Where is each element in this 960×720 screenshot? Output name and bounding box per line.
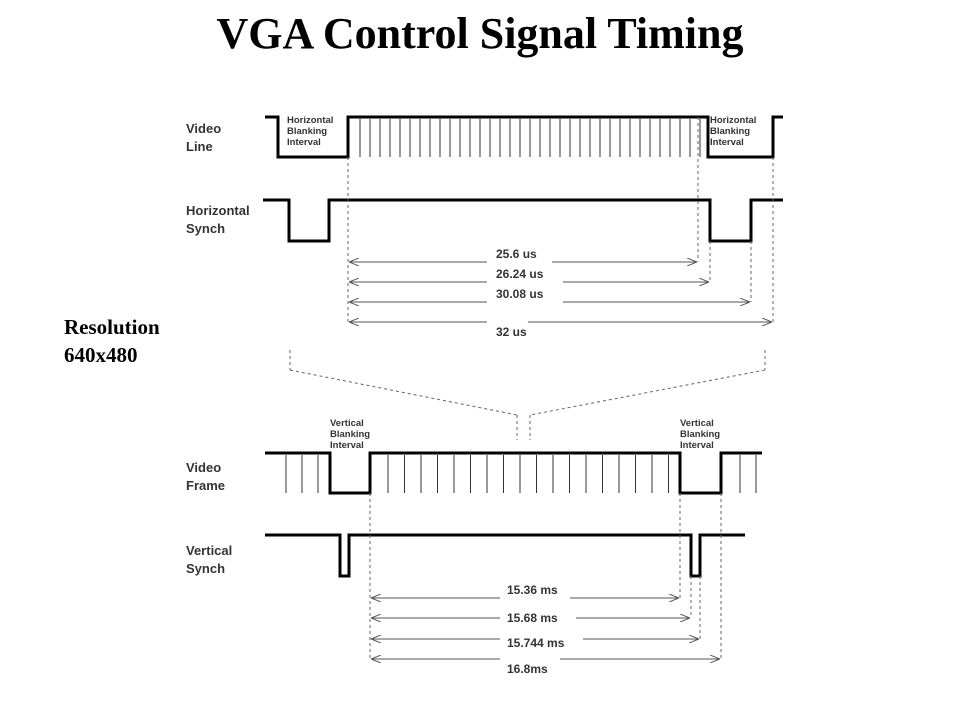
zoom-connector-lines [289,350,766,440]
video-frame-line-ticks [285,455,757,493]
vertical-guide-lines [369,493,722,659]
page-title: VGA Control Signal Timing [216,9,744,58]
video-line-pixel-ticks [359,119,701,157]
video-frame-label: Video Frame [186,460,225,493]
vertical-synch-waveform [265,533,745,578]
video-line-waveform [265,115,783,159]
horizontal-blanking-label-right: Horizontal Blanking Interval [710,115,759,148]
horizontal-synch-waveform [263,198,783,243]
vertical-blanking-label-left: Vertical Blanking Interval [330,418,373,451]
timing-26-24-us: 26.24 us [496,267,544,281]
horizontal-timing-dimensions: 25.6 us 26.24 us 30.08 us 32 us [350,247,771,339]
resolution-line-2: 640x480 [64,343,138,367]
vertical-synch-label: Vertical Synch [186,543,236,576]
video-frame-waveform [265,451,762,495]
resolution-label: Resolution 640x480 [64,313,160,369]
timing-30-08-us: 30.08 us [496,287,544,301]
timing-25-6-us: 25.6 us [496,247,537,261]
horizontal-synch-label: Horizontal Synch [186,203,253,236]
timing-15-68-ms: 15.68 ms [507,611,558,625]
timing-32-us: 32 us [496,325,527,339]
timing-16-8-ms: 16.8ms [507,662,548,676]
horizontal-blanking-label-left: Horizontal Blanking Interval [287,115,336,148]
video-line-label: Video Line [186,121,225,154]
resolution-line-1: Resolution [64,315,160,339]
timing-15-36-ms: 15.36 ms [507,583,558,597]
vertical-timing-dimensions: 15.36 ms 15.68 ms 15.744 ms 16.8ms [372,583,719,676]
timing-15-744-ms: 15.744 ms [507,636,565,650]
vertical-blanking-label-right: Vertical Blanking Interval [680,418,723,451]
horizontal-guide-lines [347,117,774,322]
